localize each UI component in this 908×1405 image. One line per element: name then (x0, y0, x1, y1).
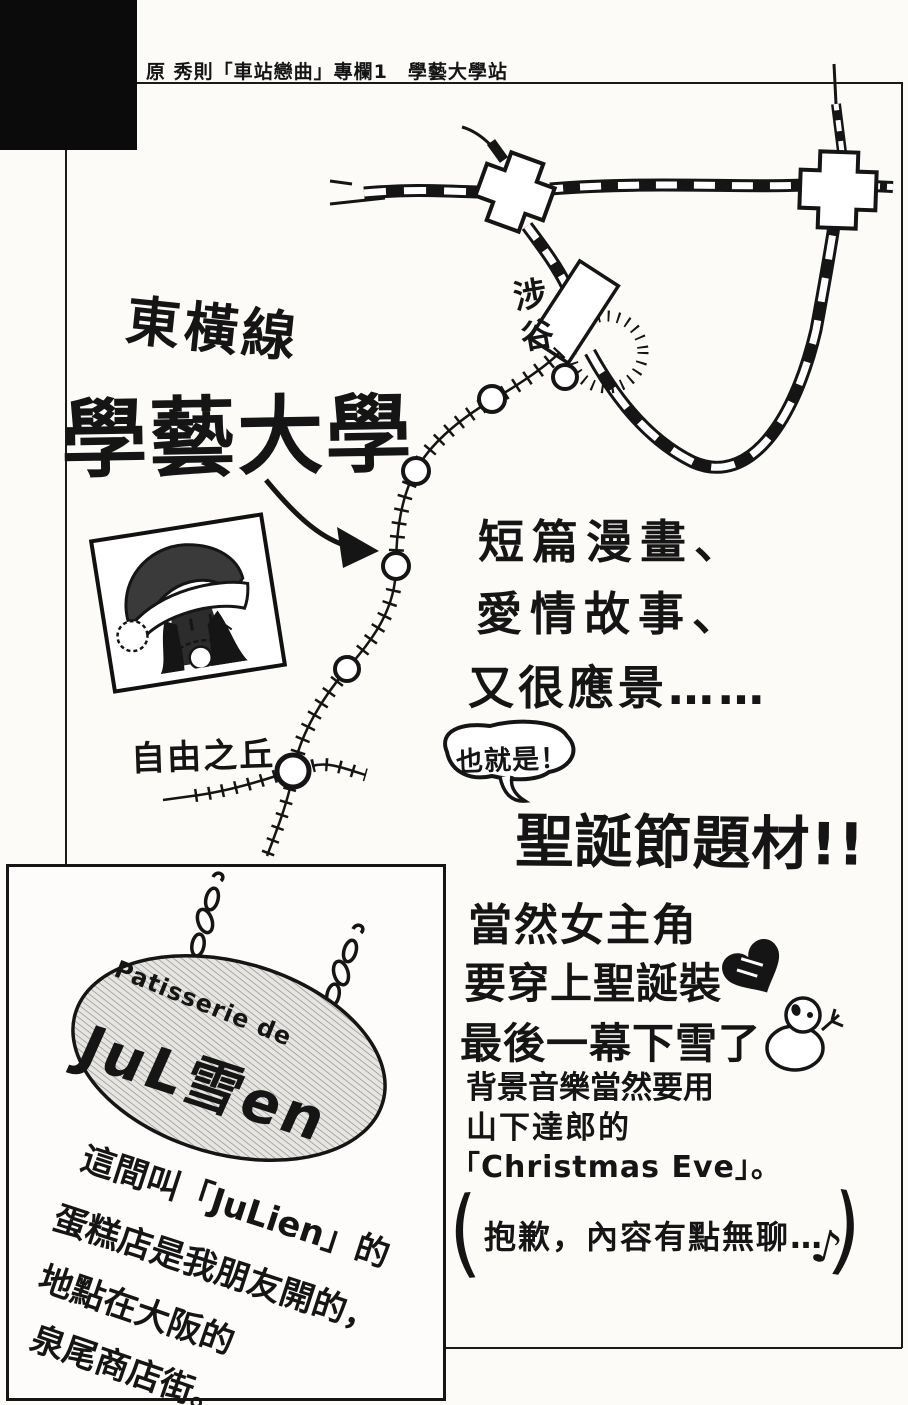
jiyugaoka-station-label: 自由之丘 (130, 734, 276, 780)
patisserie-sign-illustration (71, 871, 387, 1163)
pointer-arrow (264, 478, 379, 568)
hat-pompom (116, 619, 149, 653)
intro-line-1: 短篇漫畫、 (478, 515, 748, 569)
blush-marks (219, 623, 233, 635)
santa-girl-portrait (88, 512, 288, 694)
right-border-rule (901, 82, 903, 1348)
page-header-title: 原 秀則「車站戀曲」專欄1 學藝大學站 (146, 61, 508, 83)
trunk-line (329, 178, 894, 206)
aside-apology-text: 抱歉，內容有點無聊… (484, 1218, 825, 1256)
loop-line (521, 222, 841, 474)
music-line-1: 背景音樂當然要用 (466, 1070, 714, 1106)
oval-shop-sign (71, 953, 387, 1163)
aside-close-paren: ) (825, 1172, 866, 1288)
featured-station-title: 學藝大學 (60, 384, 415, 491)
header-rule (137, 82, 903, 84)
left-border-rule (65, 150, 67, 866)
hair-left (160, 620, 185, 675)
body-line-1: 當然女主角 (468, 900, 698, 951)
aside-open-paren: ( (446, 1175, 483, 1290)
shibuya-station-label: 涉谷 (505, 274, 558, 363)
hair-right (207, 610, 248, 667)
music-line-2: 山下達郎的 (466, 1110, 631, 1146)
heart-icon (722, 938, 780, 993)
branch-upper-right (831, 63, 847, 153)
intro-line-2: 愛情故事、 (476, 587, 746, 641)
shibuya-loop-ticks (565, 310, 649, 394)
eyes (189, 613, 214, 631)
snowman-icon (765, 996, 844, 1072)
junction-cross-left (472, 149, 558, 235)
fur-collar (178, 638, 219, 650)
intro-line-3: 又很應景…… (468, 661, 768, 715)
corner-black-block (0, 0, 137, 150)
santa-hat (124, 543, 245, 623)
santa-girl-drawing (116, 543, 250, 675)
christmas-headline: 聖誕節題材!! (515, 806, 866, 879)
speech-bubble-text: 也就是！ (455, 743, 569, 778)
music-line-3: 「Christmas Eve」。 (450, 1150, 782, 1185)
line-name-label: 東橫線 (123, 288, 303, 370)
hat-brim (130, 580, 250, 641)
branch-upper-left (461, 125, 509, 163)
hanging-chains (190, 871, 365, 1008)
junction-cross-right (797, 149, 879, 231)
patisserie-panel: Patisserie de JuL雪en 這間叫「JuLien」的 蛋糕店是我朋… (6, 864, 446, 1405)
bottom-right-rule (443, 1347, 902, 1349)
body-line-3: 最後一幕下雪了 (460, 1019, 762, 1068)
jiyugaoka-junction-circle (274, 752, 312, 790)
body-line-2: 要穿上聖誕裝 (464, 959, 723, 1008)
